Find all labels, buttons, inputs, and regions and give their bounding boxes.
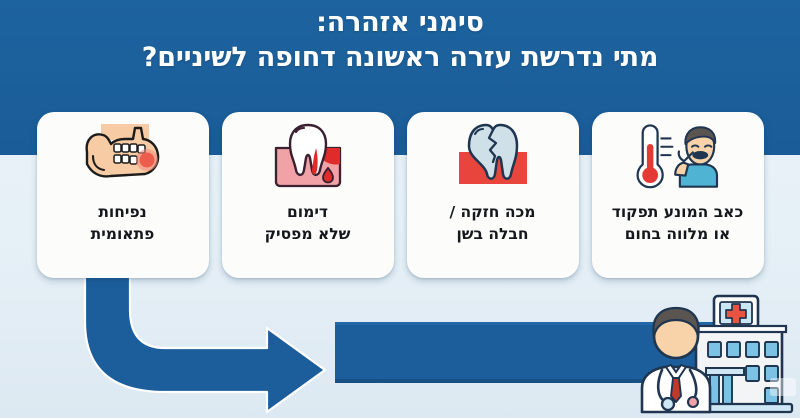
doctor-tie <box>670 377 682 403</box>
card-label: כאב המונע תפקוד או מלווה בחום <box>611 203 744 243</box>
jaw-swelling-icon <box>71 121 175 193</box>
warning-sign-cards: נפיחות פתאומית דימום שלא מפסיק <box>0 112 800 280</box>
card-label: דימום שלא מפסיק <box>264 203 351 243</box>
curved-flow-arrow <box>83 270 327 414</box>
card-nonstop-bleeding[interactable]: דימום שלא מפסיק <box>221 112 394 278</box>
title-line-1: סימני אזהרה: <box>316 7 484 38</box>
page-title: סימני אזהרה: מתי נדרשת עזרה ראשונה דחופה… <box>0 6 800 75</box>
hospital-with-doctor-illustration <box>636 292 796 416</box>
card-pain-with-fever[interactable]: כאב המונע תפקוד או מלווה בחום <box>591 112 764 278</box>
watermark <box>770 378 796 396</box>
flow-arrow-layer <box>0 270 800 418</box>
red-cross-icon <box>725 303 747 325</box>
thermometer-toothache-icon <box>626 121 730 193</box>
card-label: מכה חזקה / חבלה בשן <box>449 203 536 243</box>
bleeding-tooth-icon <box>256 121 360 193</box>
card-sudden-swelling[interactable]: נפיחות פתאומית <box>36 112 209 278</box>
card-tooth-trauma[interactable]: מכה חזקה / חבלה בשן <box>406 112 579 278</box>
doctor-hair <box>652 306 700 338</box>
title-line-2: מתי נדרשת עזרה ראשונה דחופה לשיניים? <box>141 41 659 73</box>
stethoscope-chestpiece <box>660 396 676 412</box>
cracked-tooth-icon <box>441 121 545 193</box>
card-label: נפיחות פתאומית <box>90 203 155 243</box>
